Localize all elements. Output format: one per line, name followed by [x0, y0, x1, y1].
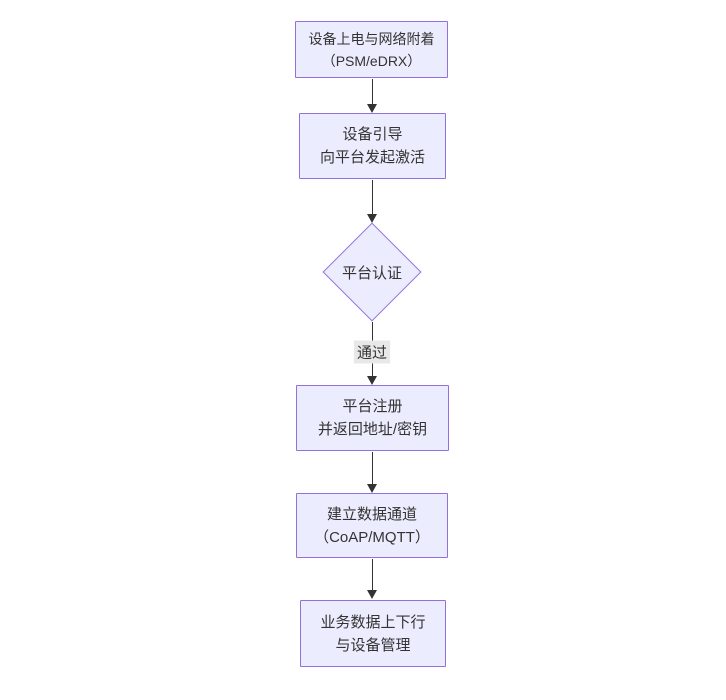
edge-label-pass: 通过	[353, 340, 391, 364]
arrowhead-down-icon	[367, 376, 377, 385]
decision-platform-auth-label: 平台认证	[323, 223, 421, 321]
flow-edge	[372, 79, 373, 105]
node-power-network-attach: 设备上电与网络附着 （PSM/eDRX）	[295, 21, 448, 78]
node-label-line: 设备上电与网络附着	[308, 30, 435, 47]
node-label-line: 平台认证	[341, 264, 402, 282]
node-label-line: 平台注册	[342, 398, 403, 415]
arrowhead-down-icon	[367, 484, 377, 493]
node-platform-register: 平台注册 并返回地址/密钥	[296, 385, 449, 451]
arrowhead-down-icon	[367, 104, 377, 113]
node-label-line: 设备引导	[342, 126, 403, 143]
node-label-line: 建立数据通道	[326, 505, 417, 523]
node-device-bootstrap: 设备引导 向平台发起激活	[299, 113, 446, 179]
node-business-data-management: 业务数据上下行 与设备管理	[300, 600, 446, 667]
flow-edge	[372, 559, 373, 591]
flow-edge	[372, 180, 373, 215]
node-label-line: （PSM/eDRX）	[321, 52, 422, 69]
node-label-line: 向平台发起激活	[319, 149, 425, 166]
node-label-line: 业务数据上下行	[320, 613, 426, 631]
node-label-line: 与设备管理	[335, 636, 411, 654]
node-label-line: 并返回地址/密钥	[317, 421, 428, 438]
arrowhead-down-icon	[367, 214, 377, 223]
arrowhead-down-icon	[367, 590, 377, 599]
flow-edge	[372, 452, 373, 485]
node-data-channel: 建立数据通道 （CoAP/MQTT）	[296, 493, 448, 558]
node-label-line: （CoAP/MQTT）	[314, 528, 430, 546]
